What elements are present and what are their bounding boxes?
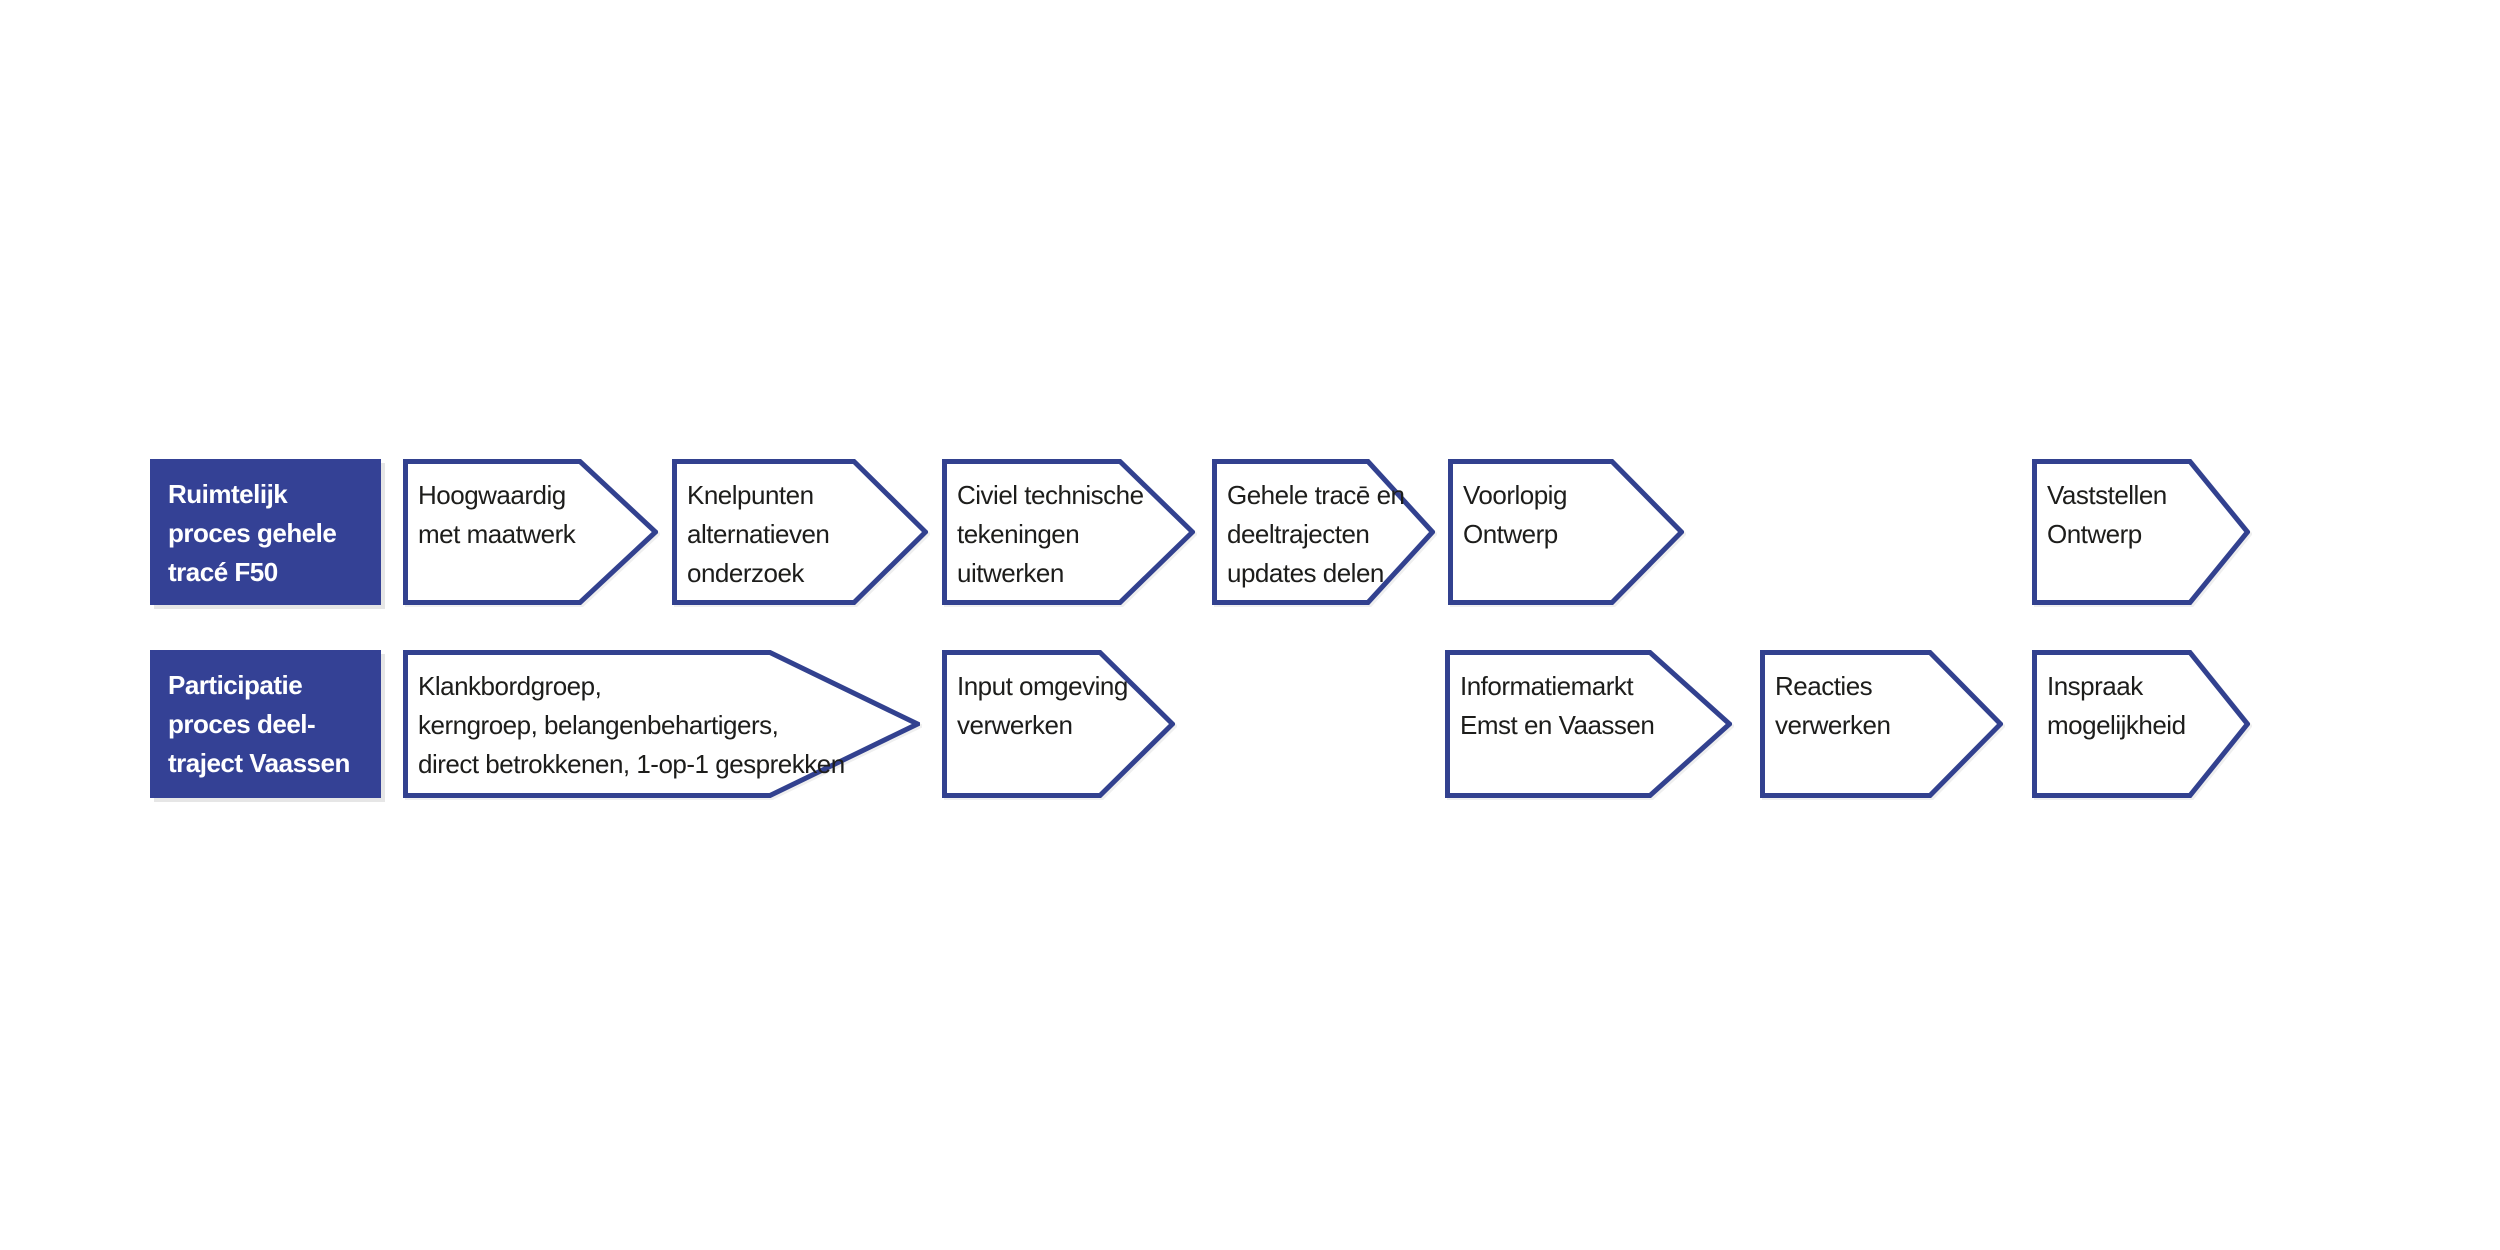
step-text: Inspraak mogelijkheid xyxy=(2047,667,2186,745)
step-text: Hoogwaardig met maatwerk xyxy=(418,476,576,554)
step-arrow-hoogwaardig-maatwerk: Hoogwaardig met maatwerk xyxy=(403,459,658,605)
step-line: Knelpunten xyxy=(687,480,814,510)
step-arrow-informatiemarkt-emst-vaassen: Informatiemarkt Emst en Vaassen xyxy=(1445,650,1732,798)
step-arrow-klankbordgroep-gesprekken: Klankbordgroep, kerngroep, belangenbehar… xyxy=(403,650,920,798)
step-arrow-civiel-technische-tekeningen: Civiel technische tekeningen uitwerken xyxy=(942,459,1195,605)
step-line: verwerken xyxy=(1775,710,1891,740)
row-header-ruimtelijk-proces: Ruimtelijk proces gehele tracé F50 xyxy=(150,459,381,605)
step-text: Reacties verwerken xyxy=(1775,667,1891,745)
header-line: proces deel- xyxy=(168,709,316,739)
step-line: tekeningen xyxy=(957,519,1080,549)
arrow-shape xyxy=(1212,459,1435,605)
step-arrow-input-omgeving-verwerken: Input omgeving verwerken xyxy=(942,650,1175,798)
step-text: Voorlopig Ontwerp xyxy=(1463,476,1567,554)
step-line: Inspraak xyxy=(2047,671,2143,701)
step-text: Knelpunten alternatieven onderzoek xyxy=(687,476,830,593)
step-line: Ontwerp xyxy=(2047,519,2142,549)
step-line: Input omgeving xyxy=(957,671,1128,701)
step-line: Civiel technische xyxy=(957,480,1144,510)
arrow-shape xyxy=(1448,459,1684,605)
arrow-shape xyxy=(403,650,920,798)
step-line: uitwerken xyxy=(957,558,1064,588)
header-line: traject Vaassen xyxy=(168,748,350,778)
step-line: Gehele tracē en xyxy=(1227,480,1405,510)
step-text: Klankbordgroep, kerngroep, belangenbehar… xyxy=(418,667,845,784)
arrow-shape xyxy=(942,650,1175,798)
step-line: onderzoek xyxy=(687,558,804,588)
step-text: Civiel technische tekeningen uitwerken xyxy=(957,476,1144,593)
step-line: Klankbordgroep, xyxy=(418,671,602,701)
step-line: Vaststellen xyxy=(2047,480,2167,510)
arrow-shape xyxy=(403,459,658,605)
step-line: kerngroep, belangenbehartigers, xyxy=(418,710,779,740)
arrow-shape xyxy=(2032,650,2250,798)
step-line: verwerken xyxy=(957,710,1073,740)
step-line: mogelijkheid xyxy=(2047,710,2186,740)
step-arrow-gehele-trace-updates: Gehele tracē en deeltrajecten updates de… xyxy=(1212,459,1435,605)
step-line: updates delen xyxy=(1227,558,1384,588)
arrow-shape xyxy=(1760,650,2003,798)
step-line: Reacties xyxy=(1775,671,1873,701)
step-arrow-knelpunten-onderzoek: Knelpunten alternatieven onderzoek xyxy=(672,459,928,605)
step-line: Voorlopig xyxy=(1463,480,1567,510)
header-line: tracé F50 xyxy=(168,557,278,587)
arrow-shape xyxy=(2032,459,2250,605)
step-line: Ontwerp xyxy=(1463,519,1558,549)
step-arrow-reacties-verwerken: Reacties verwerken xyxy=(1760,650,2003,798)
step-text: Gehele tracē en deeltrajecten updates de… xyxy=(1227,476,1405,593)
step-line: Informatiemarkt xyxy=(1460,671,1634,701)
step-line: deeltrajecten xyxy=(1227,519,1370,549)
row-header-text: Participatie proces deel- traject Vaasse… xyxy=(168,666,350,783)
arrow-shape xyxy=(1445,650,1732,798)
step-line: alternatieven xyxy=(687,519,830,549)
step-arrow-inspraak-mogelijkheid: Inspraak mogelijkheid xyxy=(2032,650,2250,798)
step-line: Emst en Vaassen xyxy=(1460,710,1655,740)
arrow-shape xyxy=(942,459,1195,605)
step-text: Informatiemarkt Emst en Vaassen xyxy=(1460,667,1655,745)
step-arrow-vaststellen-ontwerp: Vaststellen Ontwerp xyxy=(2032,459,2250,605)
header-line: Ruimtelijk xyxy=(168,479,288,509)
step-text: Input omgeving verwerken xyxy=(957,667,1128,745)
step-text: Vaststellen Ontwerp xyxy=(2047,476,2167,554)
header-line: proces gehele xyxy=(168,518,337,548)
row-header-participatie-proces: Participatie proces deel- traject Vaasse… xyxy=(150,650,381,798)
step-line: direct betrokkenen, 1-op-1 gesprekken xyxy=(418,749,845,779)
header-line: Participatie xyxy=(168,670,303,700)
step-line: met maatwerk xyxy=(418,519,576,549)
row-header-text: Ruimtelijk proces gehele tracé F50 xyxy=(168,475,337,592)
step-arrow-voorlopig-ontwerp: Voorlopig Ontwerp xyxy=(1448,459,1684,605)
arrow-shape xyxy=(672,459,928,605)
step-line: Hoogwaardig xyxy=(418,480,566,510)
